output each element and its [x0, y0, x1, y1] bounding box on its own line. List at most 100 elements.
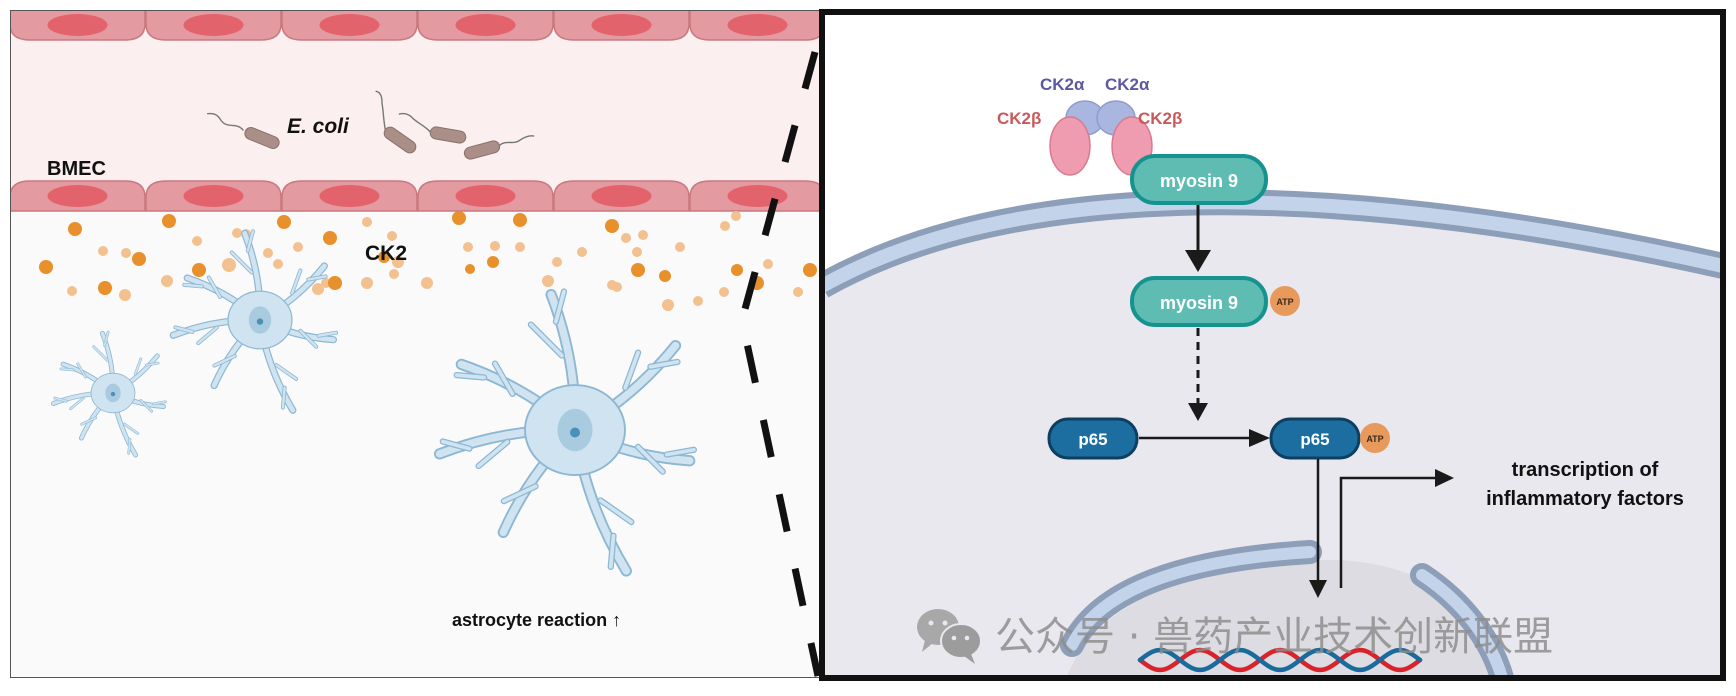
- ck2-particle: [487, 256, 499, 268]
- astrocyte-reaction-label: astrocyte reaction ↑: [452, 610, 621, 630]
- ck2-particle: [662, 299, 674, 311]
- ck2-particle: [162, 214, 176, 228]
- dna-double-helix: [1137, 647, 1423, 673]
- right-panel-border: [819, 9, 1726, 681]
- ck2-particle: [463, 242, 473, 252]
- ck2-beta-subunit-left: [1049, 116, 1091, 176]
- cell-nucleus: [319, 14, 380, 36]
- myosin9-node-membrane: myosin 9: [1130, 154, 1268, 205]
- ck2-particle: [552, 257, 562, 267]
- endothelial-cell: [417, 10, 554, 41]
- ck2-particle: [392, 256, 404, 268]
- astrocyte-medium: [169, 229, 339, 414]
- watermark-text: 公众号 · 兽药产业技术创新联盟: [995, 614, 1553, 660]
- right-panel: CK2α CK2α CK2β CK2β myosin 9 myosin 9 AT…: [819, 9, 1726, 681]
- ck2-particle: [607, 280, 617, 290]
- ck2-particle: [98, 246, 108, 256]
- cell-nucleus: [455, 14, 516, 36]
- p65-node-phosphorylated: p65 ATP: [1269, 417, 1390, 460]
- ck2-particle: [731, 264, 743, 276]
- ck2-particles: [39, 211, 817, 311]
- ck2-particle: [389, 269, 399, 279]
- ck2-particle: [222, 258, 236, 272]
- ck2-particle: [263, 248, 273, 258]
- endothelial-cell: [10, 180, 146, 212]
- endothelial-cell: [145, 10, 282, 41]
- ck2-particle: [312, 283, 324, 295]
- atp-label: ATP: [1366, 434, 1383, 444]
- ck2-particle: [68, 222, 82, 236]
- ck2-particle: [605, 219, 619, 233]
- bacterium: [398, 112, 467, 144]
- endothelial-cell: [553, 10, 690, 41]
- output-label-line2: inflammatory factors: [1486, 488, 1684, 510]
- ck2-particle: [631, 263, 645, 277]
- bacterium: [375, 90, 417, 154]
- vessel-lumen: [10, 10, 822, 206]
- ck2-label: CK2: [365, 242, 407, 265]
- ck2-particle: [98, 281, 112, 295]
- ck2-particle: [421, 277, 433, 289]
- arrowhead: [1185, 250, 1211, 272]
- ck2-particle: [161, 275, 173, 287]
- ck2-particle: [720, 221, 730, 231]
- arrowhead: [1188, 403, 1208, 421]
- ck2-particle: [793, 287, 803, 297]
- bmec-label: BMEC: [47, 158, 106, 180]
- atp-badge: [1270, 286, 1300, 316]
- ck2-particle: [273, 259, 283, 269]
- cell-nucleus: [183, 185, 244, 207]
- ck2-particle: [621, 233, 631, 243]
- astrocyte-large: [433, 288, 697, 577]
- endothelial-cell: [281, 10, 418, 41]
- transcription-output-arrow: [1339, 476, 1438, 588]
- ck2-particle: [192, 236, 202, 246]
- bacterium: [207, 112, 280, 149]
- watermark: 公众号 · 兽药产业技术创新联盟: [917, 609, 1553, 664]
- wechat-icon: [917, 609, 982, 664]
- p65-phos-label: p65: [1300, 430, 1329, 449]
- ck2-particle: [675, 242, 685, 252]
- cell-nucleus: [727, 185, 788, 207]
- ck2-beta-label-right: CK2β: [1138, 109, 1182, 128]
- ck2-particle: [638, 230, 648, 240]
- ck2-particle: [542, 275, 554, 287]
- ck2-particle: [763, 259, 773, 269]
- cell-nucleus: [591, 185, 652, 207]
- bacterium: [463, 135, 535, 160]
- ck2-particle: [328, 276, 342, 290]
- ck2-alpha-label-left: CK2α: [1040, 75, 1085, 94]
- p65-label: p65: [1078, 430, 1107, 449]
- arrowhead: [1309, 580, 1327, 598]
- endothelial-cell: [417, 180, 554, 212]
- ck2-particle: [378, 251, 390, 263]
- cell-nucleus: [591, 14, 652, 36]
- ck2-particle: [659, 270, 671, 282]
- astrocyte-small: [50, 330, 167, 458]
- ecoli-bacteria: [207, 90, 535, 160]
- endothelial-cell: [145, 180, 282, 212]
- ck2-particle: [192, 263, 206, 277]
- atp-badge: [1360, 423, 1390, 453]
- ck2-particle: [387, 231, 397, 241]
- endothelial-cell: [281, 180, 418, 212]
- myosin9-phos-label: myosin 9: [1160, 293, 1238, 313]
- cell-nucleus: [47, 14, 108, 36]
- arrowhead: [1435, 469, 1454, 487]
- endothelial-cell: [689, 10, 822, 41]
- ck2-particle: [693, 296, 703, 306]
- ck2-particle: [452, 211, 466, 225]
- ck2-particle: [632, 247, 642, 257]
- endothelial-cell: [689, 180, 822, 212]
- cell-nucleus: [319, 185, 380, 207]
- ck2-particle: [361, 277, 373, 289]
- output-label-line1: transcription of: [1512, 459, 1659, 481]
- arrowhead: [1249, 429, 1270, 447]
- ck2-particle: [121, 248, 131, 258]
- endothelium-bottom-row: [10, 180, 822, 212]
- dna-strand: [1137, 647, 1423, 673]
- zoom-connector-dashed-line: [738, 51, 822, 677]
- ck2-particle: [277, 215, 291, 229]
- cell-nucleus: [47, 185, 108, 207]
